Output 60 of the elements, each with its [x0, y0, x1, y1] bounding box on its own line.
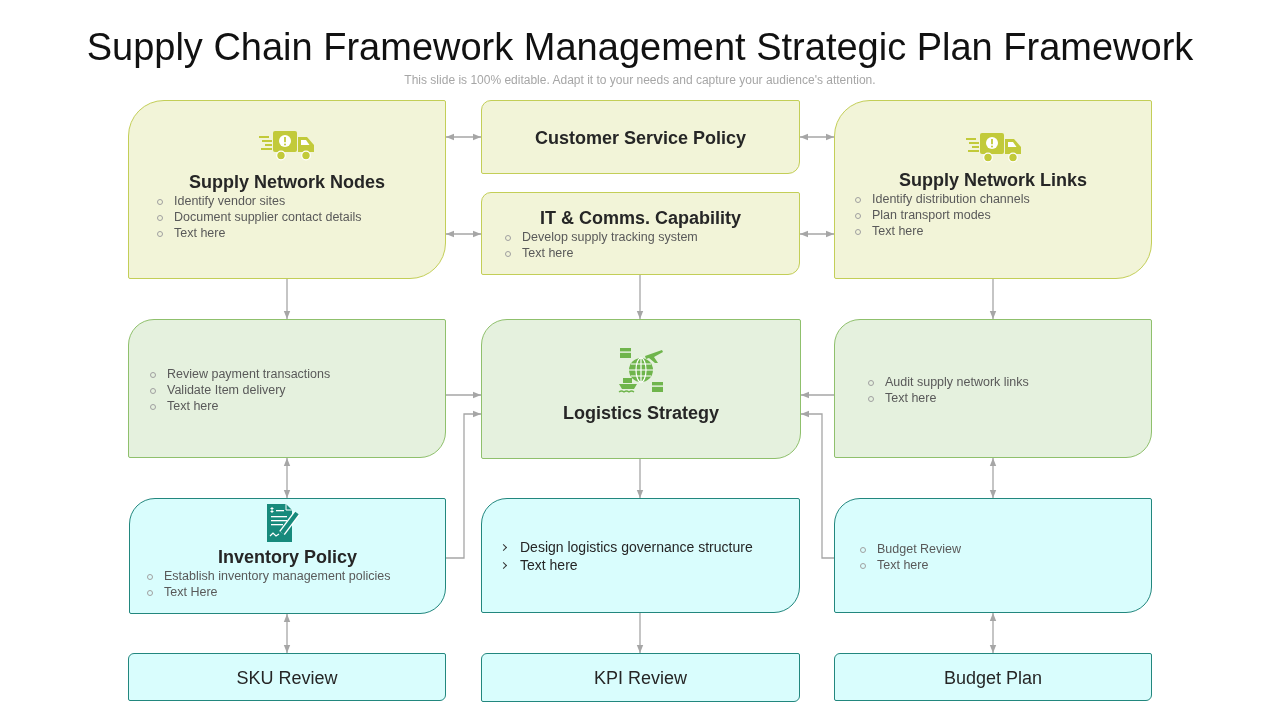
- bullet-item: Audit supply network links: [867, 374, 1029, 390]
- bullet-item: Document supplier contact details: [156, 209, 362, 225]
- bullet-item: Design logistics governance structure: [501, 539, 753, 557]
- bullet-item: Text Here: [146, 584, 218, 600]
- bullet-item: Review payment transactions: [149, 366, 331, 382]
- arrow: [445, 410, 482, 559]
- rounded-box: [128, 653, 446, 701]
- rounded-box: [129, 498, 446, 614]
- box-label: KPI Review: [594, 667, 687, 689]
- bullet-item: Identify vendor sites: [156, 193, 286, 209]
- rounded-box: [481, 498, 800, 613]
- bullet-item: Develop supply tracking system: [504, 229, 698, 245]
- arrow: [800, 410, 835, 559]
- bullet-item: Text here: [867, 390, 937, 406]
- box-heading: Supply Network Nodes: [189, 171, 385, 193]
- double-arrow: [283, 457, 291, 499]
- bullet-item: Plan transport modes: [854, 207, 991, 223]
- arrow: [636, 458, 644, 499]
- bullet-item: Text here: [859, 557, 929, 573]
- bullet-item: Text here: [854, 223, 924, 239]
- rounded-box: [834, 319, 1152, 458]
- title: Supply Chain Framework Management Strategic Plan Framework: [86, 25, 1194, 70]
- double-arrow: [989, 457, 997, 499]
- rounded-box: [481, 100, 800, 174]
- box-heading: Customer Service Policy: [534, 127, 747, 149]
- arrow: [445, 391, 482, 399]
- double-arrow: [799, 133, 835, 141]
- bullet-item: Establish inventory management policies: [146, 568, 391, 584]
- double-arrow: [445, 230, 482, 238]
- rounded-box: [481, 192, 800, 275]
- box-label: SKU Review: [236, 667, 338, 689]
- bullet-item: Text here: [149, 398, 219, 414]
- rounded-box: [481, 319, 801, 459]
- rounded-box: [834, 100, 1152, 279]
- box-heading: Inventory Policy: [218, 546, 357, 568]
- bullet-item: Validate Item delivery: [149, 382, 286, 398]
- rounded-box: [834, 653, 1152, 701]
- double-arrow: [799, 230, 835, 238]
- arrow: [636, 274, 644, 320]
- box-heading: Logistics Strategy: [563, 402, 719, 424]
- arrow: [800, 391, 835, 399]
- box-heading: Supply Network Links: [899, 169, 1087, 191]
- double-arrow: [989, 612, 997, 654]
- bullet-item: Text here: [501, 556, 578, 574]
- bullet-item: Text here: [156, 225, 226, 241]
- bullet-item: Text here: [504, 245, 574, 261]
- arrow: [989, 278, 997, 320]
- double-arrow: [283, 613, 291, 654]
- box-heading: IT & Comms. Capability: [540, 207, 741, 229]
- rounded-box: [481, 653, 800, 702]
- arrow: [636, 612, 644, 654]
- double-arrow: [445, 133, 482, 141]
- rounded-box: [128, 319, 446, 458]
- subtitle: This slide is 100% editable. Adapt it to your needs and capture your audience's attention.: [404, 73, 876, 87]
- bullet-item: Identify distribution channels: [854, 191, 1030, 207]
- rounded-box: [128, 100, 446, 279]
- box-label: Budget Plan: [943, 667, 1043, 689]
- bullet-item: Budget Review: [859, 541, 962, 557]
- arrow: [283, 278, 291, 320]
- rounded-box: [834, 498, 1152, 613]
